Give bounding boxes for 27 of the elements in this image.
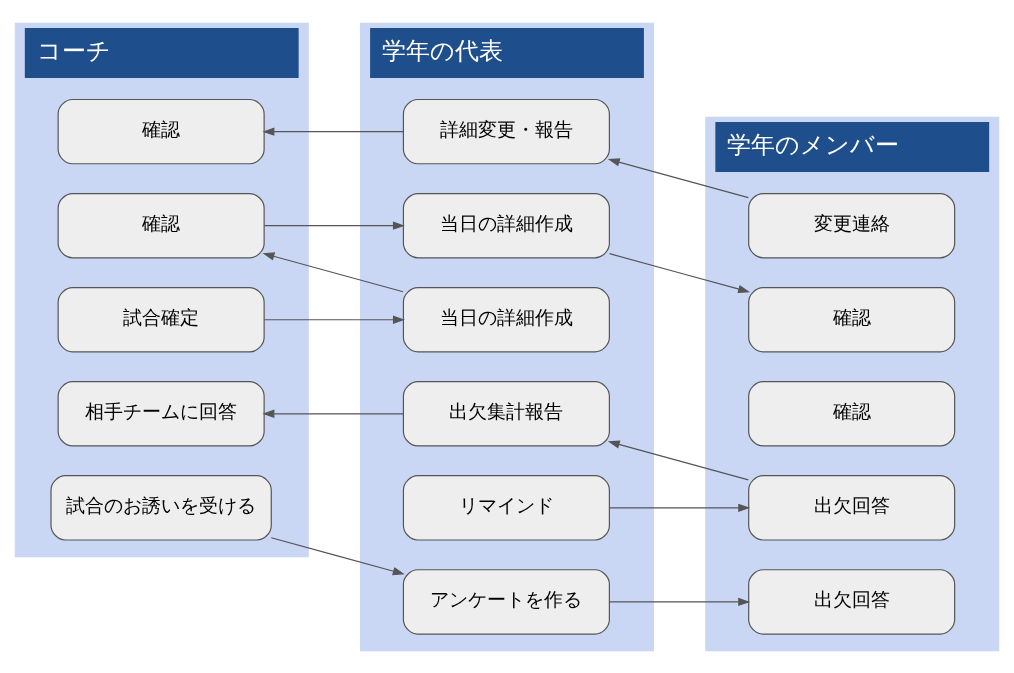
node-box: 出欠回答 [748,568,956,635]
arrow [262,251,404,292]
node-box: 確認 [57,192,265,258]
node-box: 確認 [57,98,265,164]
node-box: 出欠集計報告 [402,380,610,447]
node-box: 詳細変更・報告 [402,98,610,164]
node-box: 試合のお誘いを受ける [50,474,272,541]
node-box: リマインド [402,474,610,541]
node-box: 変更連絡 [748,192,956,258]
node-box: 当日の詳細作成 [402,192,610,258]
arrow [608,503,751,512]
node-box: 当日の詳細作成 [402,286,610,352]
node-box: 出欠回答 [748,474,956,541]
node-box: 確認 [748,380,956,447]
arrow [270,536,405,575]
arrow [263,315,405,324]
arrow [608,252,751,293]
arrow [262,126,404,136]
arrow [608,597,751,606]
arrow [263,221,405,230]
node-box: 試合確定 [57,286,265,352]
node-box: 相手チームに回答 [57,380,265,447]
arrow [607,439,749,480]
arrow [607,157,749,198]
node-box: アンケートを作る [402,568,610,635]
node-box: 確認 [748,286,956,352]
arrow [262,409,404,418]
